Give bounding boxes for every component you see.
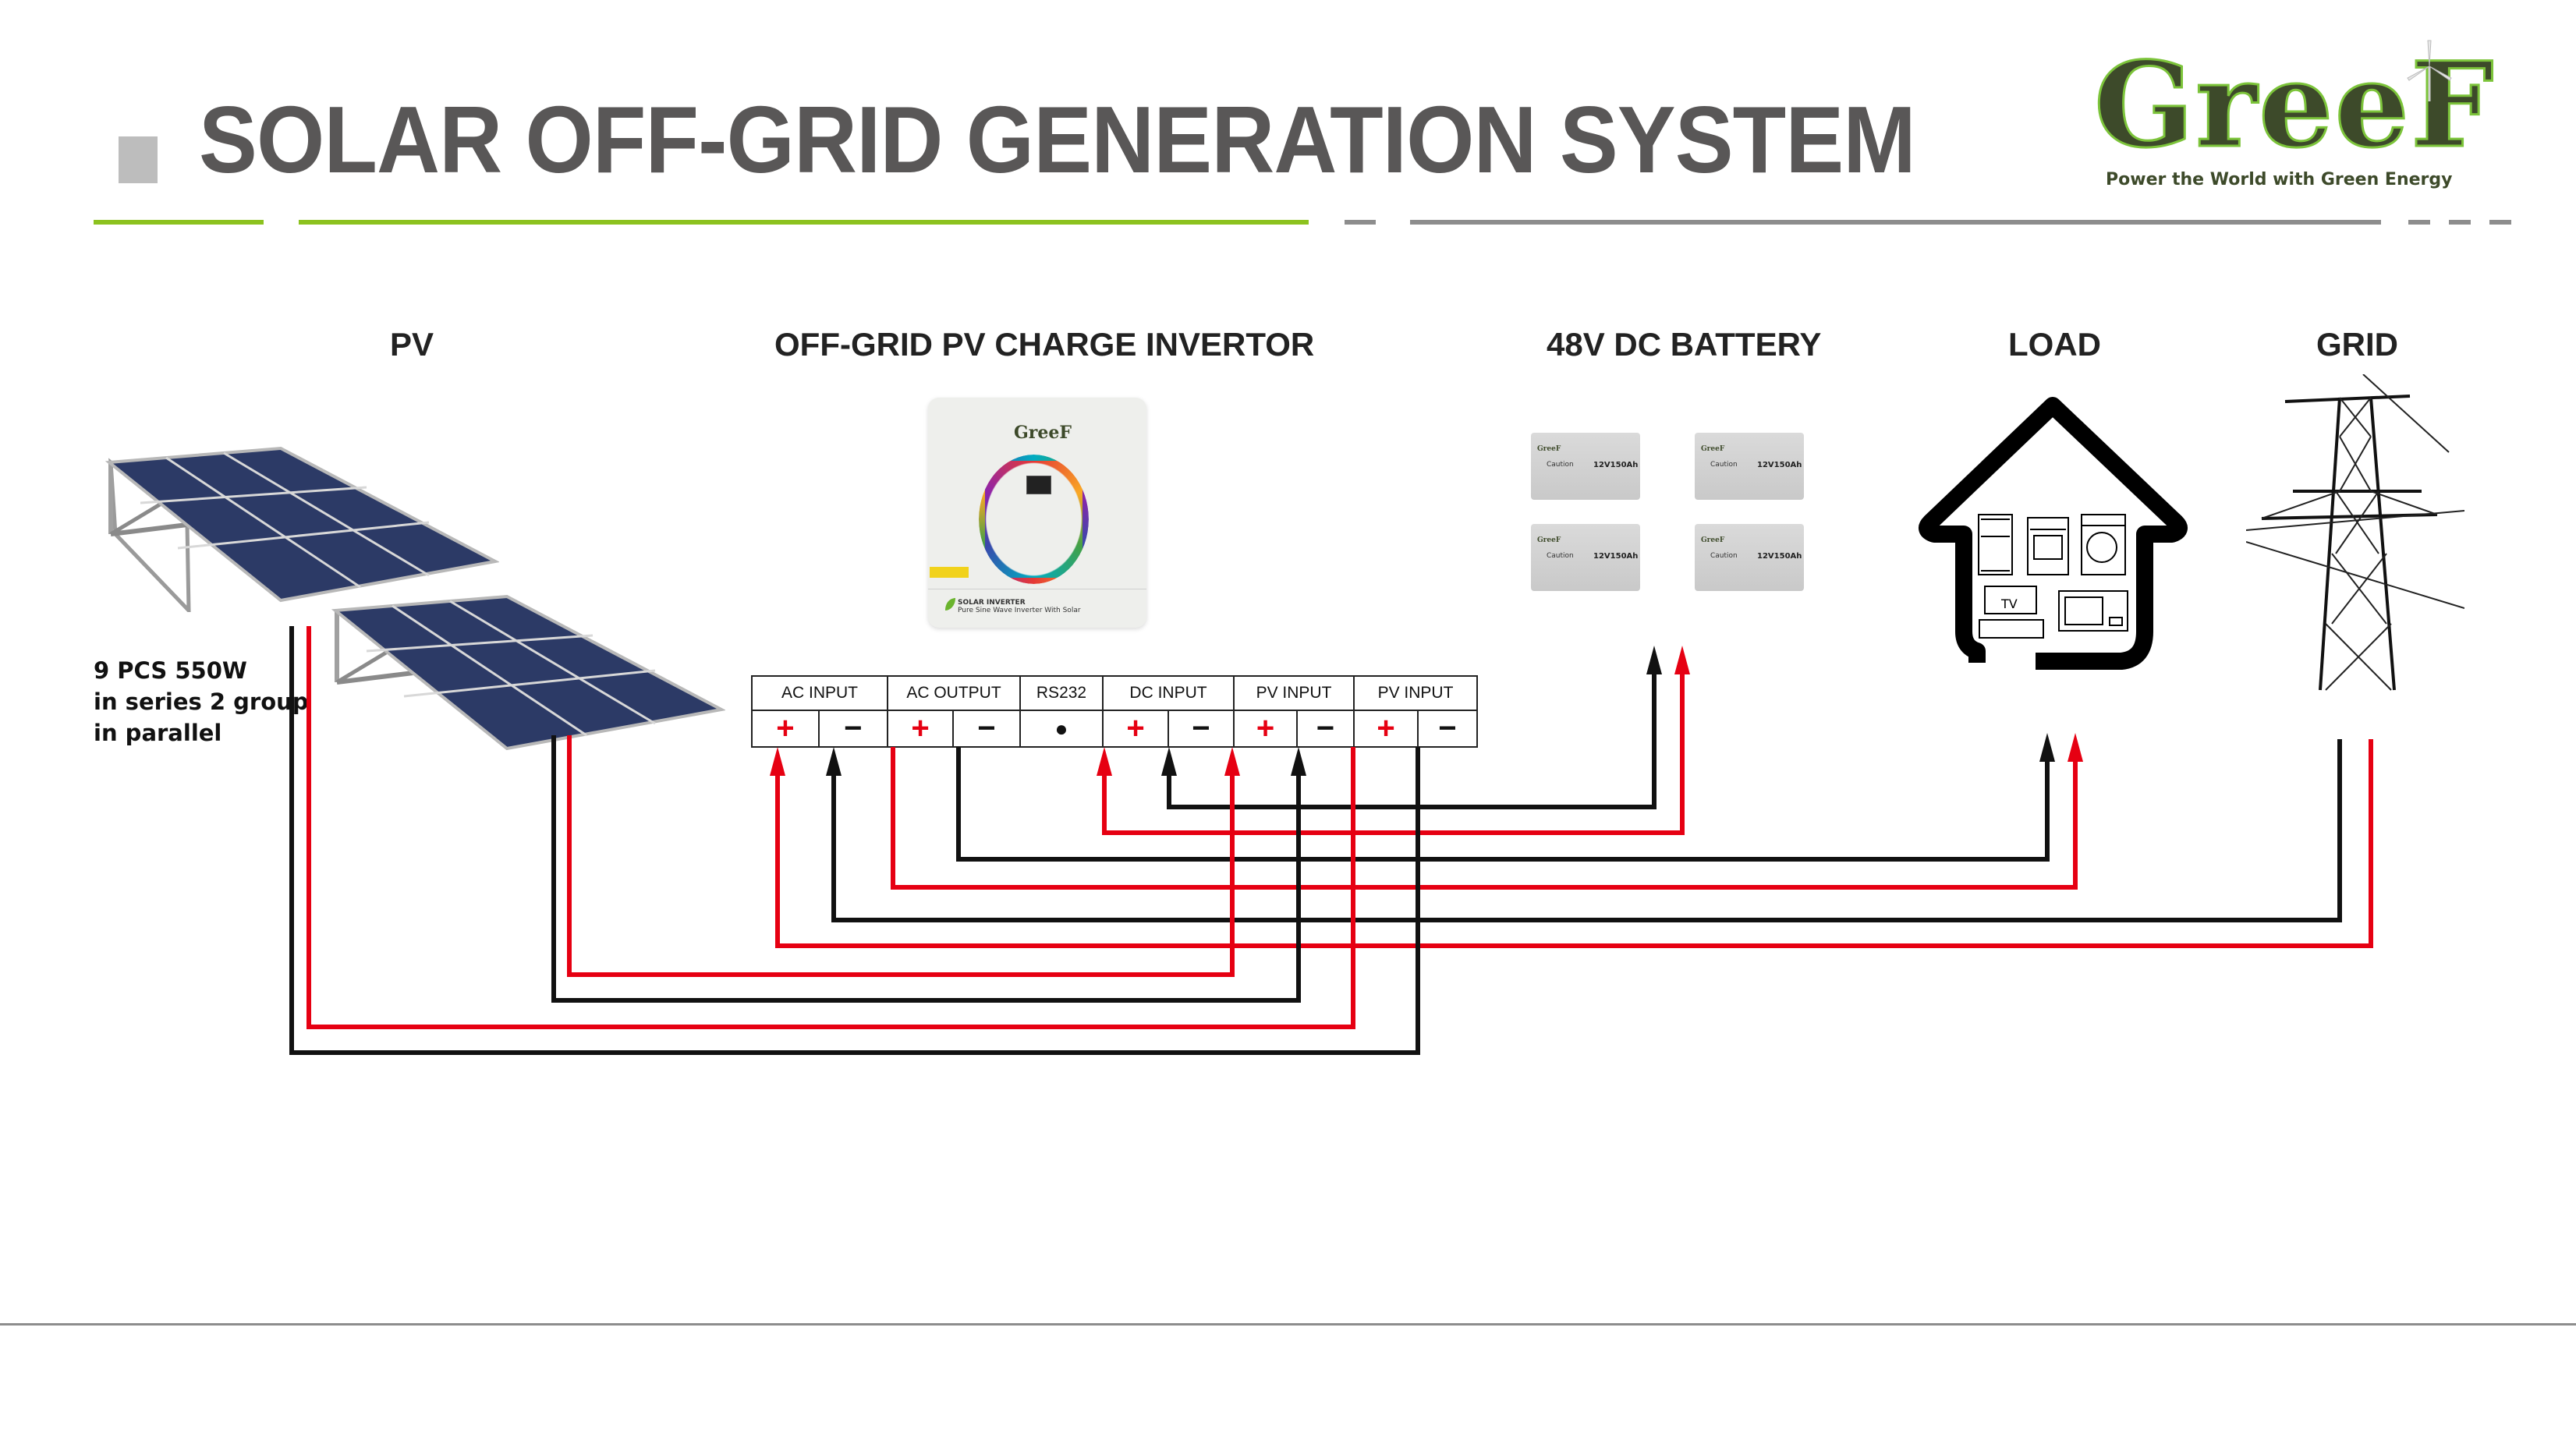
section-heading-load: LOAD <box>2008 326 2101 363</box>
pv-note-line-3: in parallel <box>94 720 222 746</box>
inverter-warning-label <box>930 567 969 578</box>
arrow-pv-input-1-positive <box>1224 747 1240 776</box>
terminal-dc-input-positive: + <box>1102 710 1169 748</box>
wire-pv2-positive-pv-input-1 <box>567 735 1235 977</box>
battery-brand: GreeF <box>1701 536 1725 544</box>
arrow-dc-input-negative <box>1161 747 1177 776</box>
inverter-label: SOLAR INVERTER Pure Sine Wave Inverter W… <box>958 599 1081 614</box>
transmission-tower-icon <box>2246 374 2464 691</box>
arrow-battery-positive <box>1674 646 1690 674</box>
battery-brand: GreeF <box>1701 445 1725 453</box>
terminal-ac-output-positive: + <box>887 710 954 748</box>
leaf-icon <box>945 598 955 611</box>
arrow-dc-input-positive <box>1097 747 1112 776</box>
wire-grid-negative-ac-input <box>831 739 2342 922</box>
wire-pv2-negative-pv-input-1 <box>551 735 1301 1003</box>
wire-ac-output-positive-load <box>891 747 2078 890</box>
terminal-dc-input-negative: − <box>1168 710 1235 748</box>
battery-caution: Caution <box>1710 461 1738 469</box>
wire-ac-output-negative-load <box>956 747 2050 862</box>
header-rule-gray-dash <box>2408 220 2430 225</box>
terminal-group-ac-input: AC INPUT <box>751 675 888 711</box>
wire-pv1-positive-pv-input-2 <box>306 626 1355 1029</box>
brand-logo: GreeF <box>2093 37 2496 174</box>
wire-grid-positive-ac-input <box>775 739 2373 948</box>
arrow-pv-input-1-negative <box>1291 747 1306 776</box>
terminal-ac-input-negative: − <box>817 710 889 748</box>
inverter-label-title: SOLAR INVERTER <box>958 599 1026 607</box>
terminal-ac-output-negative: − <box>952 710 1021 748</box>
battery-brand: GreeF <box>1537 445 1561 453</box>
battery-unit: GreeF Caution 12V150Ah <box>1695 433 1804 500</box>
terminal-group-pv-input-1: PV INPUT <box>1233 675 1355 711</box>
title-accent-gray-square <box>119 136 158 183</box>
microwave-icon <box>2058 590 2128 632</box>
battery-unit: GreeF Caution 12V150Ah <box>1695 524 1804 591</box>
inverter-terminal-block: AC INPUT AC OUTPUT RS232 DC INPUT PV INP… <box>751 675 1478 748</box>
terminal-rs232-port: ● <box>1019 710 1104 748</box>
terminal-group-rs232: RS232 <box>1019 675 1104 711</box>
footer-divider <box>0 1323 2576 1326</box>
arrow-load-negative <box>2039 733 2055 762</box>
house-load-icon: TV <box>1919 397 2188 670</box>
battery-rating: 12V150Ah <box>1757 552 1802 561</box>
terminal-pv-input-1-negative: − <box>1296 710 1355 748</box>
section-heading-grid: GRID <box>2316 326 2398 363</box>
pv-note-line-2: in series 2 group <box>94 688 309 715</box>
header-rule-gray-dash <box>1345 220 1376 225</box>
header-rule-green-long <box>299 220 1309 225</box>
battery-unit: GreeF Caution 12V150Ah <box>1531 433 1640 500</box>
terminal-pv-input-2-positive: + <box>1353 710 1419 748</box>
page-title: SOLAR OFF-GRID GENERATION SYSTEM <box>199 87 1916 193</box>
pv-configuration-note: 9 PCS 550W in series 2 group in parallel <box>94 655 309 749</box>
stove-icon <box>2027 517 2069 575</box>
header-rule-gray-dash <box>2489 220 2511 225</box>
terminal-pv-input-2-negative: − <box>1417 710 1478 748</box>
arrow-battery-negative <box>1646 646 1662 674</box>
inverter-brand-logo: GreeF <box>1014 423 1072 443</box>
terminal-ac-input-positive: + <box>751 710 820 748</box>
battery-rating: 12V150Ah <box>1593 552 1639 561</box>
section-heading-pv: PV <box>390 326 434 363</box>
wind-turbine-icon <box>2407 40 2452 101</box>
solar-panel-array-2 <box>331 594 725 751</box>
battery-caution: Caution <box>1547 552 1574 560</box>
terminal-pv-input-1-positive: + <box>1232 710 1299 748</box>
header-rule-green-short <box>94 220 264 225</box>
battery-rating: 12V150Ah <box>1593 461 1639 469</box>
section-heading-inverter: OFF-GRID PV CHARGE INVERTOR <box>774 326 1315 363</box>
battery-brand: GreeF <box>1537 536 1561 544</box>
battery-caution: Caution <box>1710 552 1738 560</box>
wire-dc-negative-battery <box>1167 671 1657 809</box>
arrow-ac-input-positive <box>770 747 785 776</box>
pv-note-line-1: 9 PCS 550W <box>94 657 247 684</box>
terminal-group-pv-input-2: PV INPUT <box>1353 675 1478 711</box>
arrow-load-positive <box>2068 733 2083 762</box>
wire-dc-positive-battery <box>1102 671 1685 835</box>
brand-tagline: Power the World with Green Energy <box>2106 170 2453 189</box>
arrow-ac-input-negative <box>826 747 842 776</box>
solar-panel-array-1 <box>105 446 499 612</box>
tv-icon <box>1979 586 2044 639</box>
wire-pv1-negative-pv-input-2 <box>289 626 1420 1055</box>
battery-caution: Caution <box>1547 461 1574 469</box>
terminal-group-ac-output: AC OUTPUT <box>887 675 1021 711</box>
battery-rating: 12V150Ah <box>1757 461 1802 469</box>
refrigerator-icon <box>1978 514 2013 575</box>
inverter-label-subtitle: Pure Sine Wave Inverter With Solar <box>958 607 1081 614</box>
washing-machine-icon <box>2081 514 2126 575</box>
section-heading-battery: 48V DC BATTERY <box>1547 326 1822 363</box>
header-rule-gray-long <box>1410 220 2381 225</box>
battery-unit: GreeF Caution 12V150Ah <box>1531 524 1640 591</box>
inverter-display-screen <box>1026 476 1051 494</box>
terminal-group-dc-input: DC INPUT <box>1102 675 1235 711</box>
tv-label: TV <box>2000 596 2018 611</box>
header-rule-gray-dash <box>2449 220 2471 225</box>
